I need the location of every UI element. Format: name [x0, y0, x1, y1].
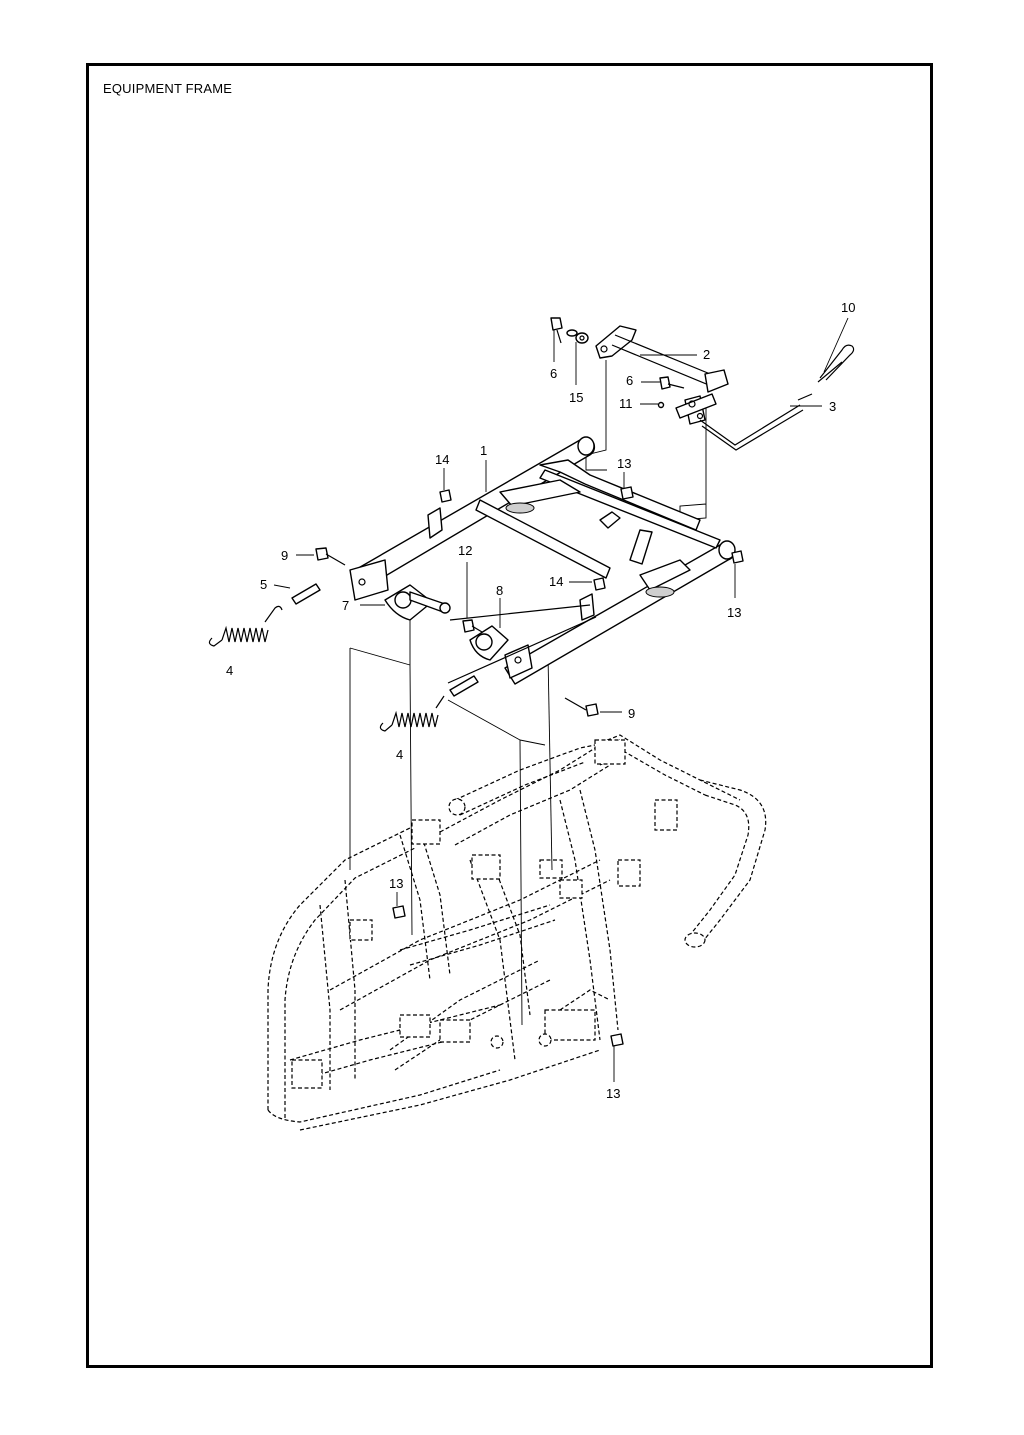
callout-11: 11: [619, 396, 633, 411]
callout-9-upper: 9: [281, 548, 288, 563]
callout-1: 1: [480, 443, 487, 458]
chassis-frame-outline: [267, 734, 767, 1131]
callout-13-right: 13: [727, 605, 741, 620]
callout-2: 2: [703, 347, 710, 362]
assembly-projection-lines: [349, 360, 707, 1026]
callout-leaders: [273, 317, 849, 1082]
callout-10: 10: [841, 300, 855, 315]
callout-6-right: 6: [626, 373, 633, 388]
callout-5: 5: [260, 577, 267, 592]
callout-7: 7: [342, 598, 349, 613]
callout-13-frame-bottom: 13: [606, 1086, 620, 1101]
callout-3: 3: [829, 399, 836, 414]
callout-14-left: 14: [435, 452, 449, 467]
callout-9-lower: 9: [628, 706, 635, 721]
callout-8: 8: [496, 583, 503, 598]
callout-4-upper: 4: [226, 663, 233, 678]
callout-6-left: 6: [550, 366, 557, 381]
diagram-frame: EQUIPMENT FRAME: [86, 63, 933, 1368]
springs-and-pivots: [208, 547, 599, 732]
callout-15: 15: [569, 390, 583, 405]
callout-4-lower: 4: [396, 747, 403, 762]
equipment-frame-main: [349, 436, 736, 685]
diagram-title: EQUIPMENT FRAME: [103, 81, 233, 96]
callout-labels: 1 2 3 4 4 5 6 6 7 8 9 9 10 11 12 13 13 1…: [226, 300, 855, 1101]
callout-14-right: 14: [549, 574, 563, 589]
callout-13-top: 13: [617, 456, 631, 471]
callout-13-frame-left: 13: [389, 876, 403, 891]
callout-12: 12: [458, 543, 472, 558]
bracket-assembly: [392, 317, 855, 1047]
